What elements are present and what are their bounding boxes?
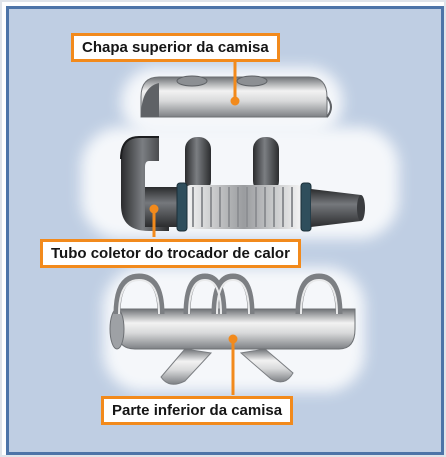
leader-lines (149, 59, 240, 395)
heat-exchanger-diagram (81, 59, 399, 395)
label-upper-jacket-plate: Chapa superior da camisa (71, 33, 280, 62)
lower-jacket (109, 273, 356, 385)
label-collector-tube: Tubo coletor do trocador de calor (40, 239, 301, 268)
label-lower-jacket: Parte inferior da camisa (101, 396, 294, 425)
collector-tube (120, 136, 365, 232)
diagram-panel: Chapa superior da camisa Tubo coletor do… (6, 6, 444, 455)
